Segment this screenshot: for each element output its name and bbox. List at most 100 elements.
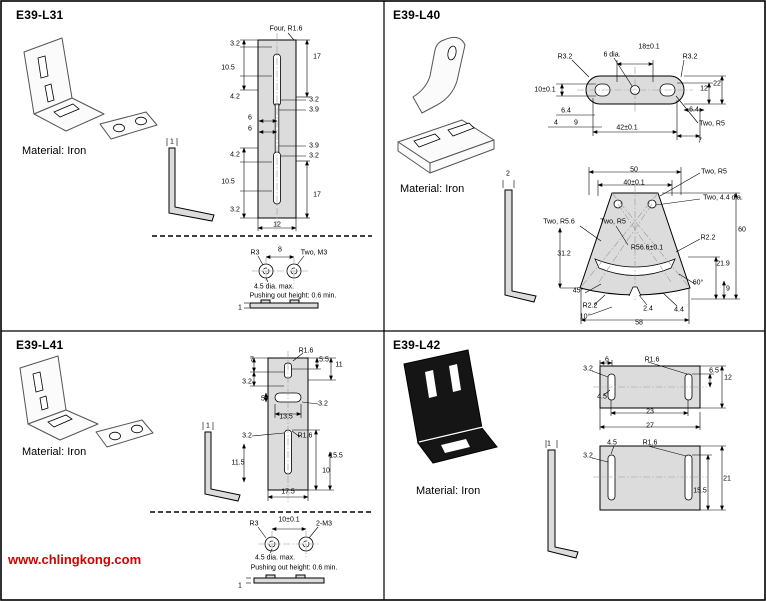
material-label-l40: Material: Iron: [400, 183, 465, 195]
dimension-label: 4.5 dia. max.: [253, 283, 295, 291]
dimension-label: R2.2: [700, 234, 716, 242]
dimension-label: 5: [261, 395, 265, 403]
l41-bracket-illustration: [19, 355, 154, 448]
l42-front-view: [591, 445, 726, 511]
dimension-label: 4.5: [607, 439, 617, 447]
dimension-label: R3.2: [557, 53, 573, 61]
dimension-label: Two, 4.4 dia.: [703, 194, 743, 202]
dimension-label: 3.2: [309, 152, 319, 160]
dimension-label: 17: [313, 53, 321, 61]
dimension-label: R1.6: [298, 347, 314, 355]
dimension-label: 3.2: [230, 40, 240, 48]
dimension-label: 4.5 dia. max.: [254, 554, 296, 562]
material-label-l42: Material: Iron: [416, 485, 481, 497]
dimension-label: R1.6: [642, 439, 658, 447]
dimension-label: 27: [646, 422, 654, 430]
dimension-label: 1: [238, 582, 242, 590]
dimension-label: 13.5: [279, 413, 293, 421]
dimension-label: 10: [322, 467, 330, 475]
dimension-label: 2.4: [643, 305, 653, 313]
dimension-label: 21: [723, 475, 731, 483]
dimension-label: 23: [646, 408, 654, 416]
l41-front-view: [242, 351, 336, 502]
dimension-label: 11.5: [231, 459, 245, 467]
dimension-label: 11: [335, 361, 343, 369]
dimension-label: 4.2: [230, 93, 240, 101]
dimension-label: 3.9: [309, 106, 319, 114]
dimension-label: 15.5: [329, 452, 343, 460]
dimension-label: Two, R5: [699, 120, 725, 128]
dimension-label: 6.4: [689, 106, 699, 114]
dimension-label: R3.2: [682, 53, 698, 61]
l31-side-view: [166, 138, 215, 222]
dimension-label: 1: [238, 304, 242, 312]
dimension-label: 22: [713, 80, 721, 88]
dimension-label: 8: [278, 246, 282, 254]
dimension-label: 10.5: [221, 64, 235, 72]
dimension-label: 2-M3: [316, 520, 332, 528]
dimension-label: 42±0.1: [616, 124, 638, 132]
dimension-label: 10°: [579, 313, 591, 321]
dimension-label: Two, M3: [300, 249, 328, 257]
panel-title-e39-l42: E39-L42: [393, 338, 441, 352]
dimension-label: 3.2: [583, 452, 593, 460]
dimension-label: 3.2: [309, 96, 319, 104]
dimension-label: 10.5: [221, 178, 235, 186]
dimension-label: Two, R5: [701, 168, 727, 176]
dimension-label: 4: [554, 119, 558, 127]
dimension-label: 21.9: [716, 260, 730, 268]
dimension-label: R56.6±0.1: [630, 244, 664, 252]
dimension-label: 5.5: [319, 356, 329, 364]
dimension-label: 6.5: [709, 367, 719, 375]
l42-bracket-illustration: [403, 349, 498, 464]
l31-thread-detail: [244, 255, 319, 309]
dimension-label: 6: [605, 356, 609, 364]
l40-fan-view: [558, 167, 740, 324]
l31-bracket-illustration: [23, 37, 158, 140]
dimension-label: 60: [738, 226, 746, 234]
l40-top-view: [548, 57, 726, 140]
l40-side-view: [502, 180, 537, 303]
watermark-text: www.chlingkong.com: [8, 552, 142, 567]
dimension-label: 3.2: [230, 206, 240, 214]
l40-bracket-illustration: [397, 36, 495, 174]
dimension-label: 60°: [692, 279, 704, 287]
dimension-label: 10±0.1: [278, 516, 300, 524]
dimension-label: Pushing out height: 0.6 min.: [249, 292, 337, 300]
dimension-label: 7: [250, 356, 254, 364]
dimension-label: 3.9: [309, 142, 319, 150]
dimension-label: Two, R5: [600, 218, 626, 226]
dimension-label: 3.2: [242, 378, 252, 386]
dimension-label: R1.6: [644, 356, 660, 364]
dimension-label: 1: [206, 422, 210, 430]
dimension-label: 12: [724, 374, 732, 382]
dimension-label: 6 dia.: [603, 51, 621, 59]
dimension-label: 17.5: [281, 488, 295, 496]
dimension-label: 9: [726, 285, 730, 293]
dimension-label: 31.2: [557, 250, 571, 258]
dimension-label: 10±0.1: [534, 86, 556, 94]
panel-title-e39-l40: E39-L40: [393, 8, 441, 22]
dimension-label: 58: [635, 319, 643, 327]
dimension-label: 40±0.1: [623, 179, 645, 187]
dimension-label: Four, R1.6: [269, 25, 303, 33]
dimension-label: R2.2: [582, 302, 598, 310]
dimension-label: 7: [698, 137, 702, 145]
dimension-label: 1: [170, 138, 174, 146]
dimension-label: 9: [574, 119, 578, 127]
l41-thread-detail: [246, 526, 325, 584]
dimension-label: R3: [249, 520, 259, 528]
dimension-label: 17: [313, 191, 321, 199]
dimension-label: 12: [273, 221, 281, 229]
l31-front-view: [240, 32, 310, 231]
dimension-label: 6.4: [561, 107, 571, 115]
dimension-label: 3.2: [583, 365, 593, 373]
panel-title-e39-l31: E39-L31: [16, 8, 64, 22]
dimension-label: 6: [248, 114, 252, 122]
dimension-label: R1.6: [297, 432, 313, 440]
dimension-label: 2: [506, 170, 510, 178]
dimension-label: 15.5: [693, 487, 707, 495]
dimension-label: Two, R5.6: [543, 218, 575, 226]
